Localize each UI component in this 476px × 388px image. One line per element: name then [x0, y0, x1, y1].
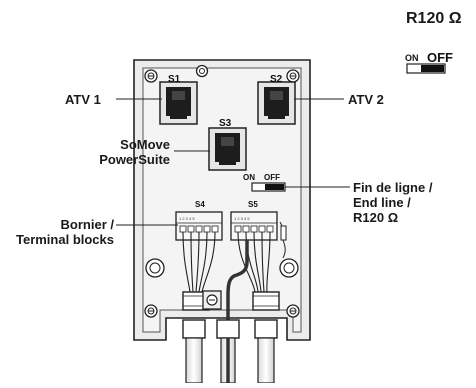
screw-bottom-right: [286, 304, 300, 318]
svg-text:1 2 3 4 5: 1 2 3 4 5: [234, 216, 250, 221]
ground-cable: [226, 240, 249, 383]
label-somove-line2: PowerSuite: [99, 152, 170, 167]
port-label-s2: S2: [270, 74, 283, 85]
legend-off-label: OFF: [427, 50, 453, 65]
switch-on-label: ON: [243, 173, 255, 182]
screw-bottom-left: [144, 304, 158, 318]
ground-clamp: [202, 290, 222, 310]
cable-gland-right: [252, 291, 280, 311]
bottom-entry-right: [254, 319, 278, 384]
port-label-s3: S3: [219, 118, 232, 129]
rj45-port-s2: [257, 81, 296, 125]
leader-lines: [116, 98, 350, 226]
label-end-line: Fin de ligne / End line / R120 Ω: [353, 180, 432, 225]
bottom-entry-center: [216, 319, 240, 384]
svg-text:1 2 3 4 5: 1 2 3 4 5: [179, 216, 195, 221]
label-end-line-line3: R120 Ω: [353, 210, 399, 225]
legend-title: R120 Ω: [406, 10, 462, 27]
mounting-hole-left: [145, 258, 165, 278]
screw-top-center: [195, 64, 209, 78]
label-bornier: Bornier / Terminal blocks: [8, 217, 114, 247]
mounting-hole-right: [279, 258, 299, 278]
switch-off-label: OFF: [264, 173, 280, 182]
wires-s4: [182, 231, 216, 293]
port-label-s1: S1: [168, 74, 181, 85]
label-bornier-line1: Bornier /: [60, 217, 114, 232]
legend-on-label: ON: [405, 53, 419, 63]
termination-resistor: [279, 221, 287, 259]
label-somove-line1: SoMove: [120, 137, 170, 152]
label-bornier-line2: Terminal blocks: [15, 232, 114, 247]
label-somove: SoMove PowerSuite: [60, 137, 170, 167]
label-atv1: ATV 1: [65, 92, 101, 107]
screw-top-right: [286, 69, 300, 83]
label-end-line-line2: End line /: [353, 195, 411, 210]
rj45-port-s1: [159, 81, 198, 125]
end-line-switch: [251, 182, 286, 192]
label-end-line-line1: Fin de ligne /: [353, 180, 433, 195]
screw-top-left: [144, 69, 158, 83]
housing: [133, 59, 311, 341]
port-label-s4: S4: [195, 200, 205, 209]
bottom-entry-left: [182, 319, 206, 384]
rj45-port-s3: [208, 127, 247, 171]
label-atv2: ATV 2: [348, 92, 384, 107]
legend-switch-icon: [406, 63, 446, 74]
port-label-s5: S5: [248, 200, 258, 209]
